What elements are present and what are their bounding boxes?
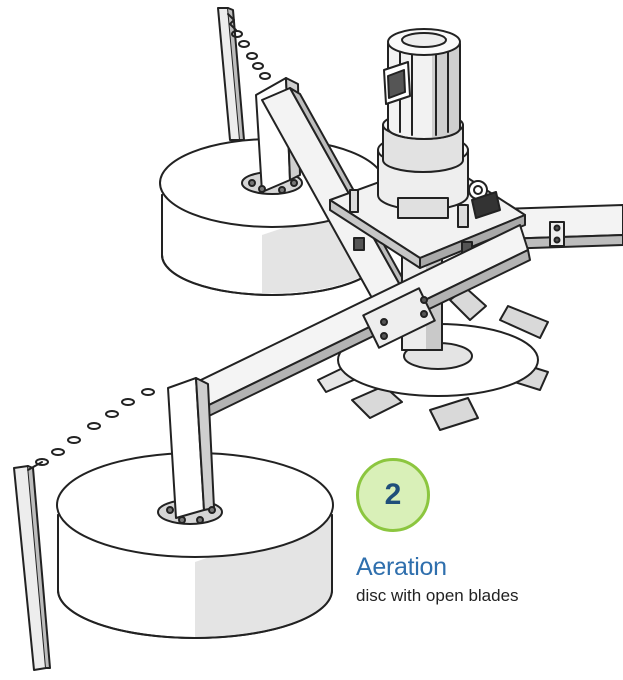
callout-number-badge: 2	[356, 458, 430, 532]
motor	[377, 28, 469, 219]
main-boom	[169, 224, 531, 431]
callout-description: disc with open blades	[356, 586, 519, 605]
front-anchor-stake	[13, 465, 51, 671]
front-chain	[27, 388, 155, 471]
callout-number: 2	[384, 478, 402, 511]
back-anchor-stake	[217, 7, 245, 141]
front-float-post	[157, 377, 223, 525]
callout-title: Aeration	[356, 553, 447, 581]
back-chain	[227, 13, 271, 80]
